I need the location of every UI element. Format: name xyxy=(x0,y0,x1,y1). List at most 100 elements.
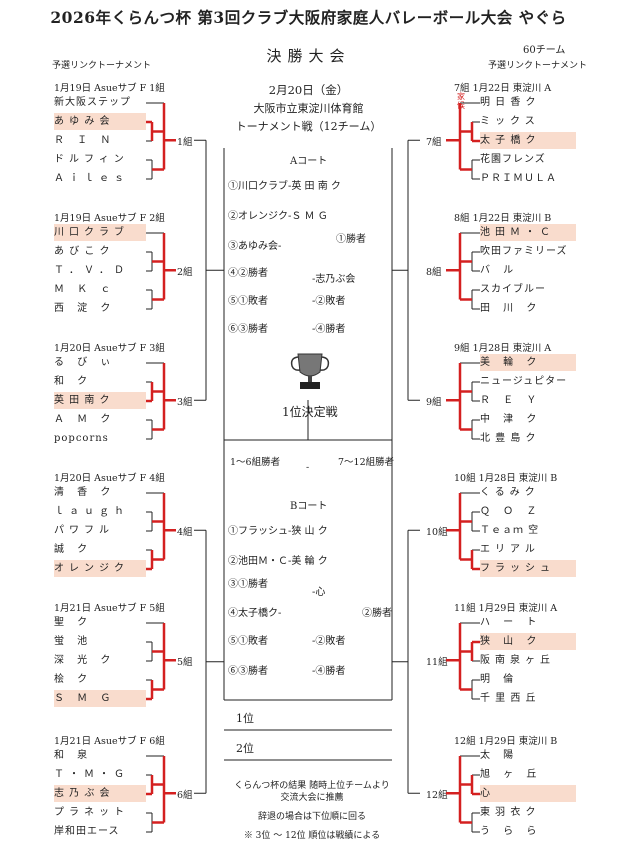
court-a-label: Aコート xyxy=(290,156,328,167)
group-header: 8組 1月22日 東淀川 B xyxy=(454,213,552,224)
rank-1: 1位 xyxy=(236,712,254,725)
final-label: 1位決定戦 xyxy=(282,405,338,419)
team-name: 和 泉 xyxy=(54,750,93,761)
team-name: popcorns xyxy=(54,433,109,444)
court-b-match-5-opponent: -②敗者 xyxy=(312,636,346,647)
team-name: 誠 ク xyxy=(54,544,93,555)
team-name: 美 輪 ク xyxy=(480,354,576,371)
team-name: 西 淀 ク xyxy=(54,303,116,314)
group-header: 1月20日 Asueサブ F 3組 xyxy=(54,343,165,354)
team-name: 狭 山 ク xyxy=(480,633,576,650)
team-name: パワフル xyxy=(54,525,114,536)
team-name: くるみク xyxy=(480,487,540,498)
court-a-match-2: ②オレンジク-Ｓ Ｍ Ｇ xyxy=(228,211,328,222)
team-name: ニュージュピター xyxy=(480,376,568,387)
court-b-label: Bコート xyxy=(290,501,328,512)
team-name: 心 xyxy=(480,785,576,802)
team-name: スカイブルー xyxy=(480,284,546,295)
right-note: 予選リンクトーナメント xyxy=(488,61,588,71)
status-badge: 家候 xyxy=(457,92,465,110)
team-name: あ ゆ み 会 xyxy=(54,113,146,130)
team-name: 太 陽 xyxy=(480,750,519,761)
team-name: 川口クラブ xyxy=(54,224,146,241)
page-subtitle: 決勝大会 xyxy=(266,47,351,65)
team-name: Ｔ・Ｍ・Ｇ xyxy=(54,769,129,780)
court-b-match-3: ③①勝者 xyxy=(228,579,268,590)
team-name: ｌａｕｇｈ xyxy=(54,506,129,517)
court-a-match-6-opponent: -④勝者 xyxy=(312,324,346,335)
team-name: 明 日 香 ク xyxy=(480,97,537,108)
team-name: Ｒ Ｅ Ｙ xyxy=(480,395,542,406)
court-a-match-4-opponent: -志乃ぶ会 xyxy=(312,274,356,285)
court-b-match-4-opponent: ②勝者 xyxy=(362,608,392,619)
court-b-match-4: ④太子橋ク- xyxy=(228,608,282,619)
group-header: 1月19日 Asueサブ F 2組 xyxy=(54,213,165,224)
group-header: 12組 1月29日 東淀川 B xyxy=(454,736,558,747)
teams-count: 60チーム xyxy=(523,45,566,56)
court-a-match-3: ③あゆみ会- xyxy=(228,241,282,252)
team-name: 太 子 橋 ク xyxy=(480,132,576,149)
court-b-match-6-opponent: -④勝者 xyxy=(312,666,346,677)
event-date: 2月20日（金） xyxy=(268,83,349,97)
team-name: 和 ク xyxy=(54,376,93,387)
rank-2: 2位 xyxy=(236,742,254,755)
team-name: ドルフィン xyxy=(54,154,129,165)
group-label: 1組 xyxy=(177,137,193,149)
court-a-match-6: ⑥③勝者 xyxy=(228,324,268,335)
group-header: 7組 1月22日 東淀川 A xyxy=(454,83,552,94)
team-name: 志 乃 ぶ 会 xyxy=(54,785,146,802)
team-name: 明 倫 xyxy=(480,674,519,685)
court-a-match-5-opponent: -②敗者 xyxy=(312,296,346,307)
team-name: あ び こ ク xyxy=(54,246,111,257)
team-name: Ｔ．Ｖ．Ｄ xyxy=(54,265,129,276)
group-label: 12組 xyxy=(426,790,448,802)
group-label: 4組 xyxy=(177,527,193,539)
group-label: 10組 xyxy=(426,527,448,539)
group-header: 1月21日 Asueサブ F 5組 xyxy=(54,603,165,614)
group-header: 10組 1月28日 東淀川 B xyxy=(454,473,558,484)
team-name: 旭 ヶ 丘 xyxy=(480,769,542,780)
team-name: エリアル xyxy=(480,544,540,555)
group-header: 1月19日 Asueサブ F 1組 xyxy=(54,83,165,94)
court-b-match-5: ⑤①敗者 xyxy=(228,636,268,647)
team-name: 岸和田エース xyxy=(54,826,120,837)
team-name: 英 田 南 ク xyxy=(54,392,146,409)
team-name: う ら ら xyxy=(480,826,542,837)
team-name: 桧 ク xyxy=(54,674,93,685)
page-title: 2026年くらんつ杯 第3回クラブ大阪府家庭人バレーボール大会 やぐら xyxy=(50,8,567,27)
court-b-match-6: ⑥③勝者 xyxy=(228,666,268,677)
group-label: 6組 xyxy=(177,790,193,802)
winners-dash: - xyxy=(306,462,310,473)
team-name: バ ル xyxy=(480,265,519,276)
group-label: 11組 xyxy=(426,657,448,669)
event-format: トーナメント戦（12チーム） xyxy=(235,120,382,133)
note-4: ※ 3位 〜 12位 順位は戦績による xyxy=(243,831,381,841)
team-name: 中 津 ク xyxy=(480,414,542,425)
court-b-match-3-opponent: -心 xyxy=(312,587,326,598)
team-name: プラネット xyxy=(54,807,129,818)
group-header: 1月20日 Asueサブ F 4組 xyxy=(54,473,165,484)
note-3: 辞退の場合は下位順に回る xyxy=(257,812,366,822)
team-name: 聖 ク xyxy=(54,617,93,628)
team-name: 新大阪ステップ xyxy=(54,97,131,108)
team-name: ハ ー ト xyxy=(480,617,542,628)
team-name: 深 光 ク xyxy=(54,655,116,666)
team-name: Ｔｅａｍ 空 xyxy=(480,525,540,536)
team-name: ミックス xyxy=(480,116,540,127)
group-label: 3組 xyxy=(177,397,193,409)
note-2: 交流大会に推薦 xyxy=(280,793,344,803)
group-label: 2組 xyxy=(177,267,193,279)
team-name: Ｍ Ｋ ｃ xyxy=(54,284,116,295)
team-name: 東 羽 衣 ク xyxy=(480,807,537,818)
team-name: Ａ Ｍ ク xyxy=(54,414,116,425)
court-a-match-5: ⑤①敗者 xyxy=(228,296,268,307)
team-name: 吹田ファミリーズ xyxy=(480,246,568,257)
team-name: Ｑ Ｏ Ｚ xyxy=(480,506,542,517)
court-b-match-2: ②池田Ｍ・Ｃ-美 輪 ク xyxy=(228,556,328,567)
team-name: 千 里 西 丘 xyxy=(480,693,537,704)
team-name: ＰＲＩＭＵＬＡ xyxy=(480,173,557,184)
group-label: 9組 xyxy=(426,397,442,409)
team-name: オレンジク xyxy=(54,560,146,577)
team-name: Ｓ Ｍ Ｇ xyxy=(54,690,146,707)
group-header: 1月21日 Asueサブ F 6組 xyxy=(54,736,165,747)
